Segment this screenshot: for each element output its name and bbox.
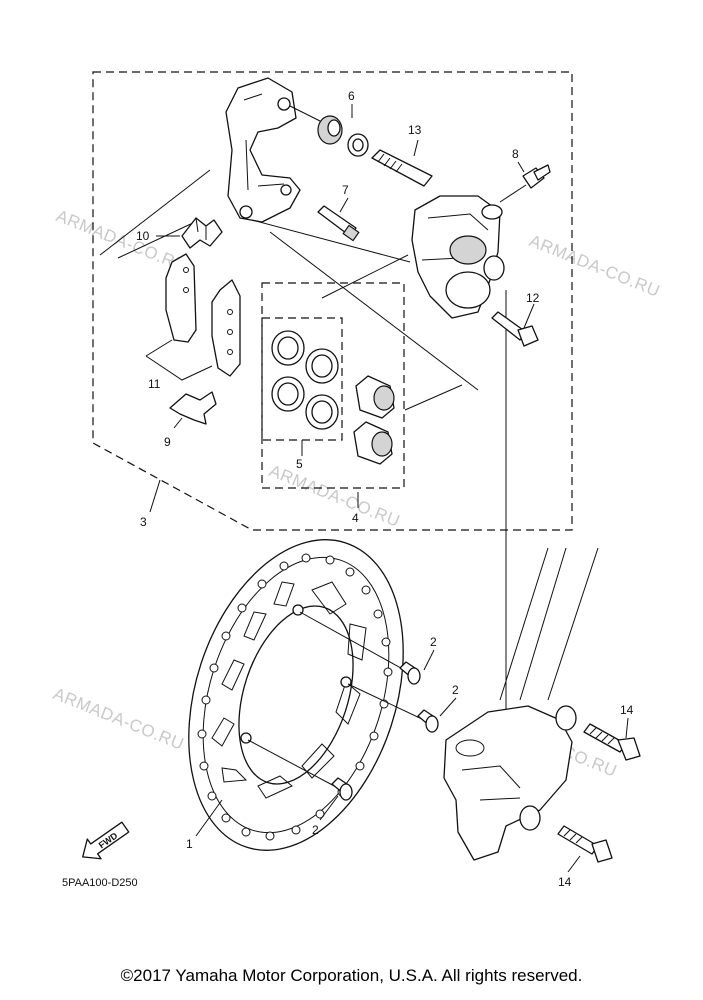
brake-disc bbox=[188, 539, 425, 851]
leader-lines bbox=[149, 104, 629, 873]
fork-leg bbox=[443, 547, 599, 861]
watermark-2: ARMADA-CO.RU bbox=[527, 231, 663, 301]
watermark-1: ARMADA-CO.RU bbox=[54, 206, 190, 276]
forward-arrow-icon: FWD bbox=[82, 821, 130, 860]
callout-3: 3 bbox=[140, 515, 147, 529]
callout-14-upper: 14 bbox=[620, 703, 634, 717]
callout-9: 9 bbox=[164, 435, 171, 449]
pistons bbox=[353, 375, 395, 465]
caliper-assembly-outline bbox=[92, 71, 573, 531]
callout-10: 10 bbox=[136, 229, 150, 243]
callout-2-upper: 2 bbox=[430, 635, 437, 649]
caliper-body bbox=[411, 195, 505, 319]
pad-spring-9 bbox=[169, 391, 217, 425]
bleed-screw bbox=[499, 164, 551, 203]
watermark-3: ARMADA-CO.RU bbox=[267, 461, 403, 531]
watermark-4: ARMADA-CO.RU bbox=[51, 684, 187, 754]
callout-11: 11 bbox=[148, 377, 161, 391]
piston-seal-outline bbox=[261, 317, 343, 441]
guide-lines bbox=[99, 105, 507, 770]
callout-1: 1 bbox=[186, 837, 193, 851]
callout-7: 7 bbox=[342, 183, 349, 197]
callout-2-lower: 2 bbox=[312, 823, 319, 837]
caliper-bolt-12 bbox=[491, 311, 539, 347]
callout-12: 12 bbox=[526, 291, 540, 305]
piston-seals bbox=[271, 330, 339, 430]
callout-5: 5 bbox=[296, 457, 303, 471]
callout-13: 13 bbox=[408, 123, 422, 137]
caliper-mount-bolts bbox=[557, 723, 641, 863]
diagram-code: 5PAA100-D250 bbox=[62, 877, 138, 889]
pad-clip-10 bbox=[181, 217, 223, 249]
callout-2-middle: 2 bbox=[452, 683, 459, 697]
caliper-pin-13 bbox=[371, 149, 433, 187]
callout-numbers: 1 2 2 2 3 4 5 6 7 8 9 10 11 12 13 14 14 bbox=[136, 89, 634, 889]
disc-bolts bbox=[331, 661, 439, 801]
callout-14-lower: 14 bbox=[558, 875, 572, 889]
seal-kit-outline bbox=[261, 282, 405, 489]
sleeve-bushing bbox=[317, 115, 369, 157]
caliper-pin-7 bbox=[317, 205, 360, 242]
copyright-notice: ©2017 Yamaha Motor Corporation, U.S.A. A… bbox=[120, 966, 583, 985]
brake-pads bbox=[145, 253, 241, 381]
callout-4: 4 bbox=[352, 511, 359, 525]
callout-6: 6 bbox=[348, 89, 355, 103]
caliper-bracket bbox=[225, 77, 301, 223]
callout-8: 8 bbox=[512, 147, 519, 161]
